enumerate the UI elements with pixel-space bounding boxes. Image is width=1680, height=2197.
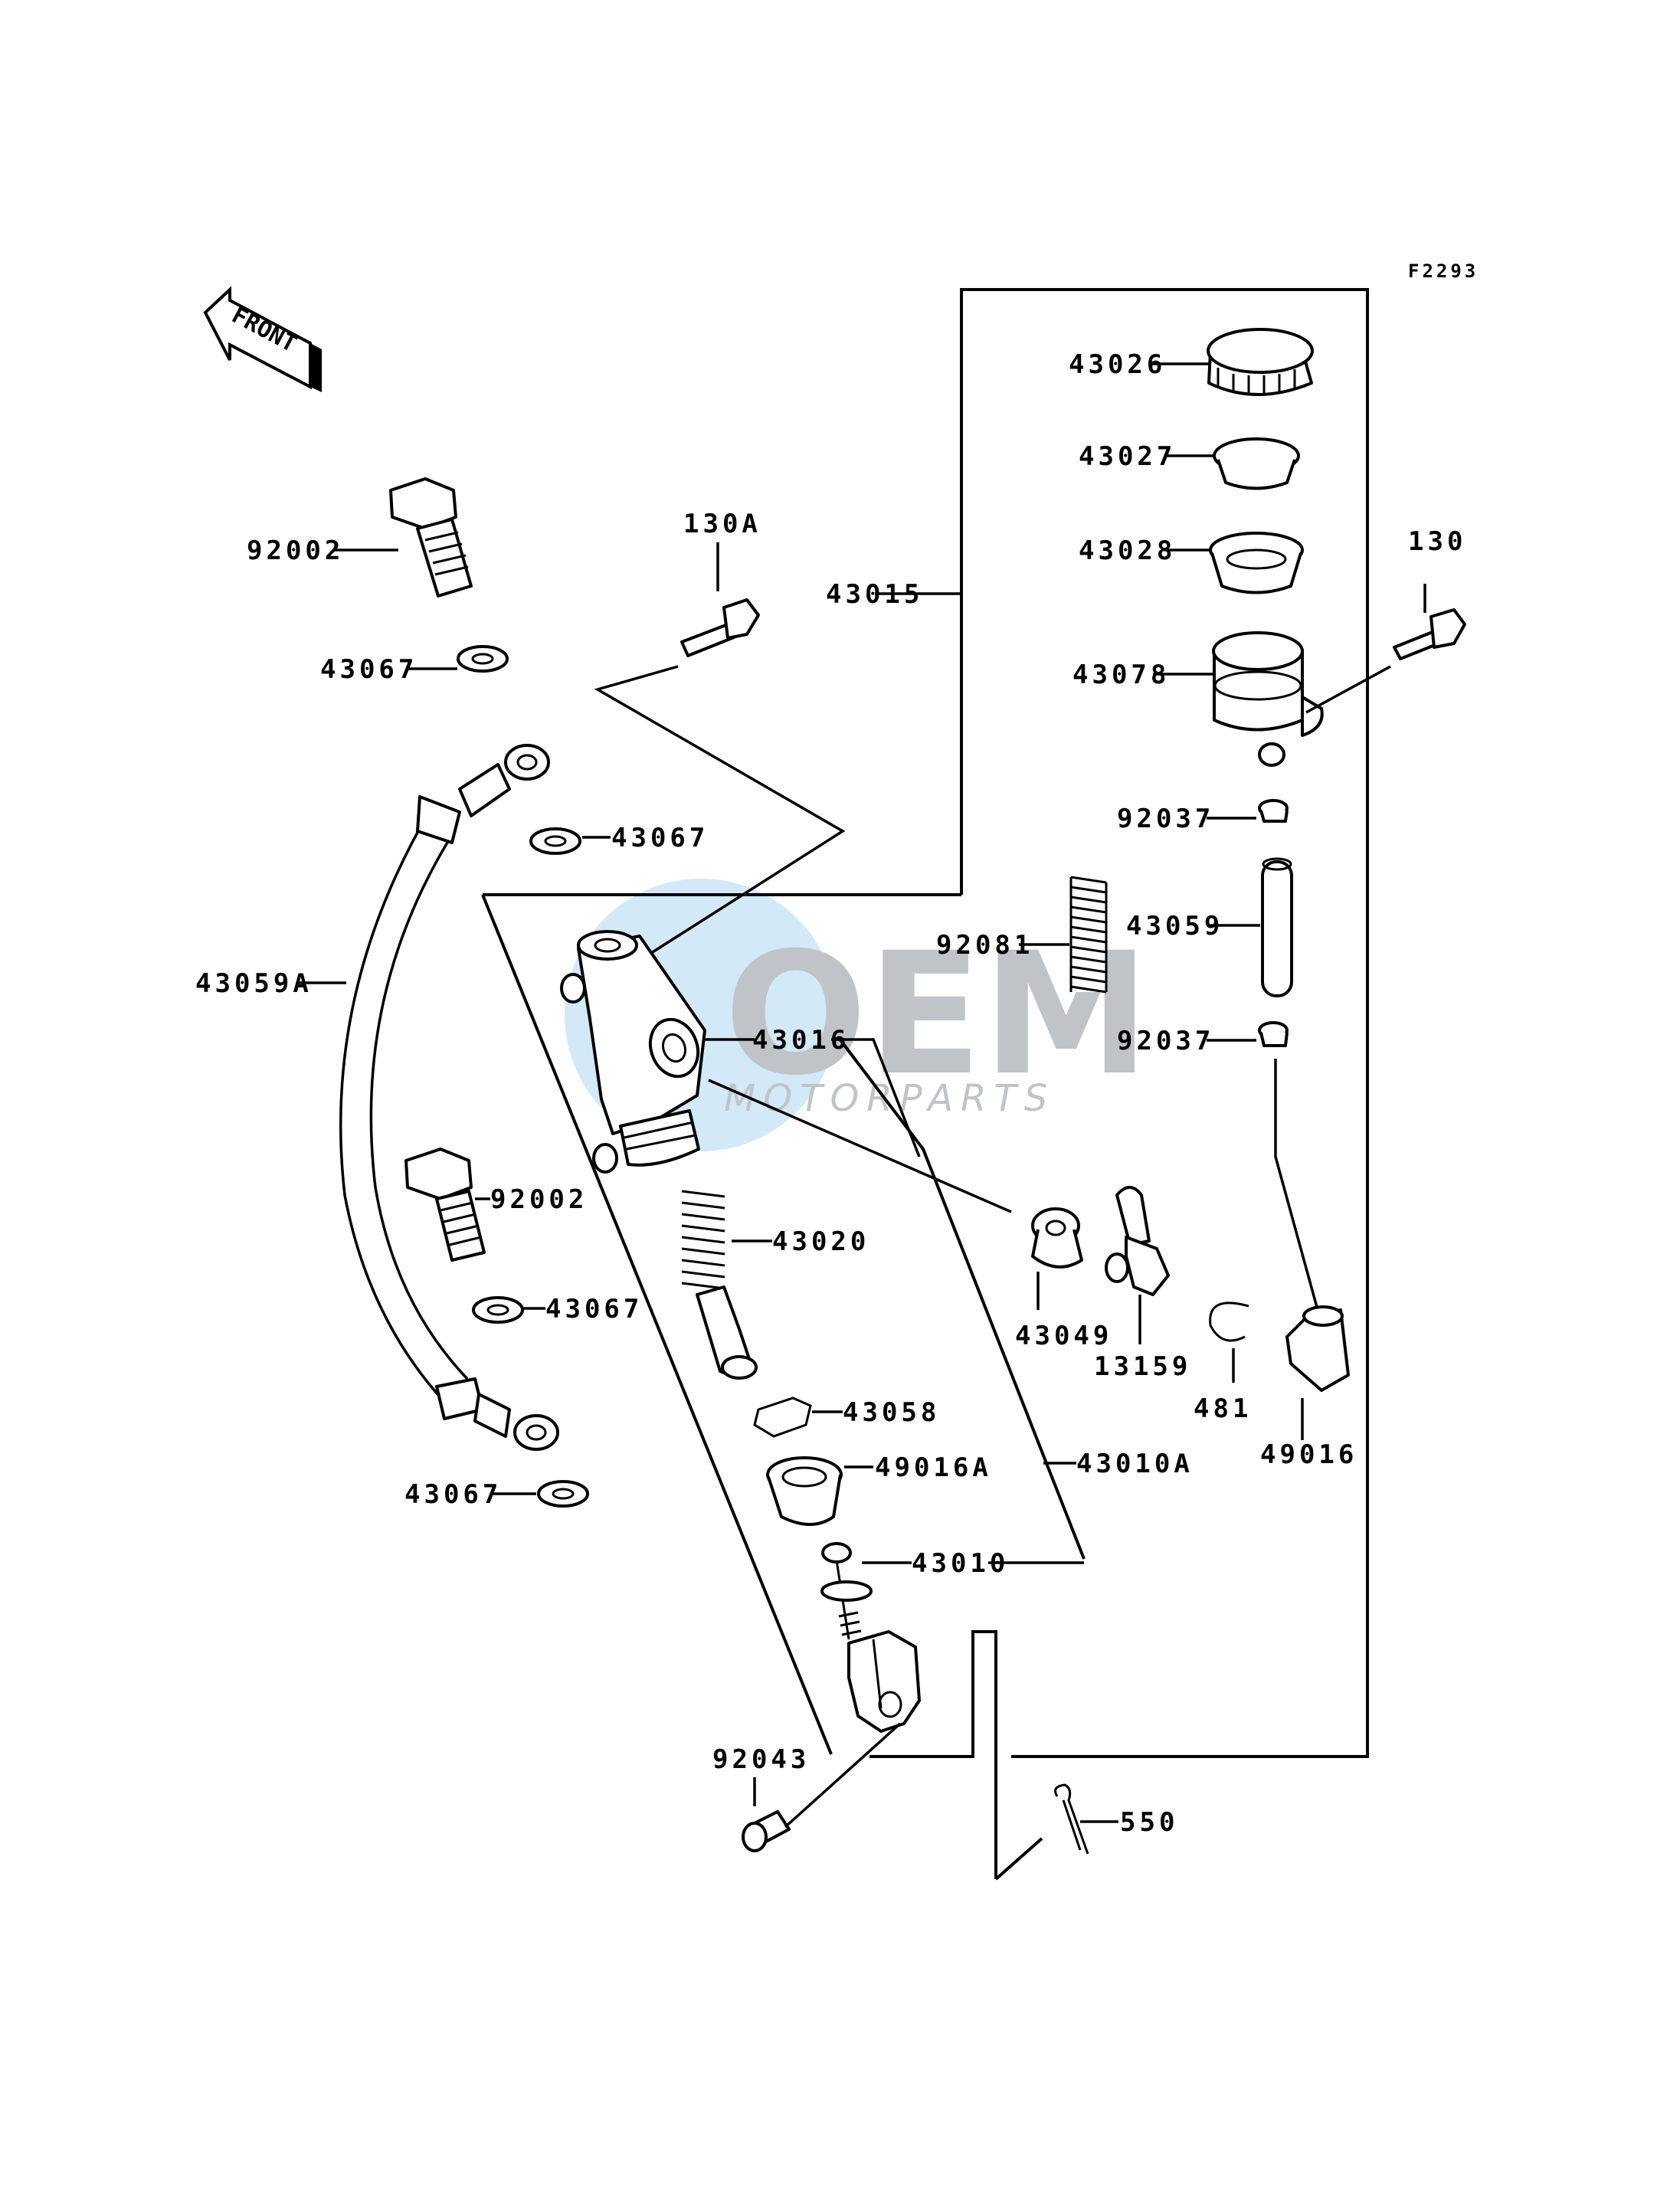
- assembly-outline-bottom: [994, 1837, 1043, 1881]
- part-49016-boot[interactable]: [1285, 1305, 1350, 1392]
- assembly-outline-43015: [960, 288, 1369, 1758]
- label-92081[interactable]: 92081: [936, 930, 1033, 961]
- label-92002-top[interactable]: 92002: [247, 535, 344, 566]
- part-92043-clevis-pin[interactable]: [742, 1810, 791, 1852]
- label-43010[interactable]: 43010: [912, 1548, 1009, 1579]
- label-92037-b[interactable]: 92037: [1117, 1026, 1214, 1056]
- label-43028[interactable]: 43028: [1079, 535, 1176, 566]
- part-43067-washer-2[interactable]: [529, 827, 581, 855]
- front-arrow-icon: FRONT: [203, 286, 322, 392]
- label-130[interactable]: 130: [1408, 526, 1466, 557]
- part-481-circlip[interactable]: [1209, 1302, 1249, 1342]
- label-43027[interactable]: 43027: [1079, 441, 1176, 472]
- part-550-cotter-pin[interactable]: [1054, 1783, 1089, 1855]
- label-43067-a[interactable]: 43067: [320, 654, 418, 685]
- label-43078[interactable]: 43078: [1073, 660, 1170, 690]
- part-92037-hose-clamp-top[interactable]: [1258, 799, 1289, 823]
- label-92037-a[interactable]: 92037: [1117, 804, 1214, 834]
- label-43067-d[interactable]: 43067: [404, 1479, 502, 1510]
- label-49016A[interactable]: 49016A: [875, 1452, 992, 1483]
- part-92002-banjo-bolt-top[interactable]: [389, 477, 473, 598]
- assembly-outline-right: [837, 1036, 1086, 1560]
- figure-code: F2293: [1408, 260, 1479, 282]
- label-13159[interactable]: 13159: [1094, 1351, 1191, 1382]
- assembly-outline-pin: [869, 1630, 997, 1879]
- label-43059A[interactable]: 43059A: [195, 968, 313, 999]
- label-481[interactable]: 481: [1194, 1393, 1252, 1424]
- part-92002-banjo-bolt-middle[interactable]: [404, 1148, 486, 1262]
- label-43049[interactable]: 43049: [1015, 1321, 1112, 1351]
- label-43067-b[interactable]: 43067: [611, 823, 709, 853]
- part-43067-washer-3[interactable]: [472, 1296, 524, 1324]
- part-130A-bolt[interactable]: [680, 598, 760, 657]
- label-92002-middle[interactable]: 92002: [490, 1184, 588, 1215]
- label-43067-c[interactable]: 43067: [545, 1294, 643, 1324]
- part-43049-grommet[interactable]: [1031, 1207, 1083, 1269]
- label-43026[interactable]: 43026: [1069, 349, 1166, 380]
- label-43016[interactable]: 43016: [752, 1025, 850, 1056]
- label-43015[interactable]: 43015: [826, 579, 923, 610]
- part-43010-push-rod[interactable]: [820, 1542, 921, 1733]
- part-43020-piston-assembly[interactable]: [680, 1187, 758, 1380]
- part-43067-washer-4[interactable]: [537, 1480, 589, 1508]
- label-43010A[interactable]: 43010A: [1076, 1449, 1194, 1479]
- label-43059[interactable]: 43059: [1126, 911, 1223, 941]
- part-43059-reservoir-hose[interactable]: [1261, 857, 1293, 997]
- label-43058[interactable]: 43058: [843, 1397, 940, 1428]
- part-43016-master-cylinder-body[interactable]: [560, 930, 706, 1174]
- label-92043[interactable]: 92043: [712, 1744, 810, 1775]
- assembly-outline-43010: [481, 894, 833, 1755]
- part-43058-circlip[interactable]: [753, 1396, 812, 1438]
- part-92081-spring[interactable]: [1069, 873, 1108, 994]
- label-43020[interactable]: 43020: [772, 1226, 869, 1257]
- part-13159-hose-fitting[interactable]: [1105, 1186, 1170, 1296]
- part-43028-diaphragm[interactable]: [1209, 532, 1304, 594]
- part-43067-washer-1[interactable]: [457, 645, 509, 673]
- part-43059A-brake-hose[interactable]: [339, 744, 559, 1451]
- label-130A[interactable]: 130A: [683, 509, 761, 539]
- label-550[interactable]: 550: [1120, 1807, 1178, 1838]
- part-43026-reservoir-cap[interactable]: [1207, 328, 1314, 396]
- part-130-bolt[interactable]: [1393, 608, 1466, 660]
- label-49016[interactable]: 49016: [1260, 1439, 1357, 1470]
- part-49016A-dust-boot[interactable]: [766, 1456, 843, 1526]
- part-43027-diaphragm-plate[interactable]: [1213, 437, 1300, 490]
- part-92037-hose-clamp-bottom[interactable]: [1258, 1021, 1289, 1047]
- part-43078-reservoir-tank[interactable]: [1212, 631, 1324, 767]
